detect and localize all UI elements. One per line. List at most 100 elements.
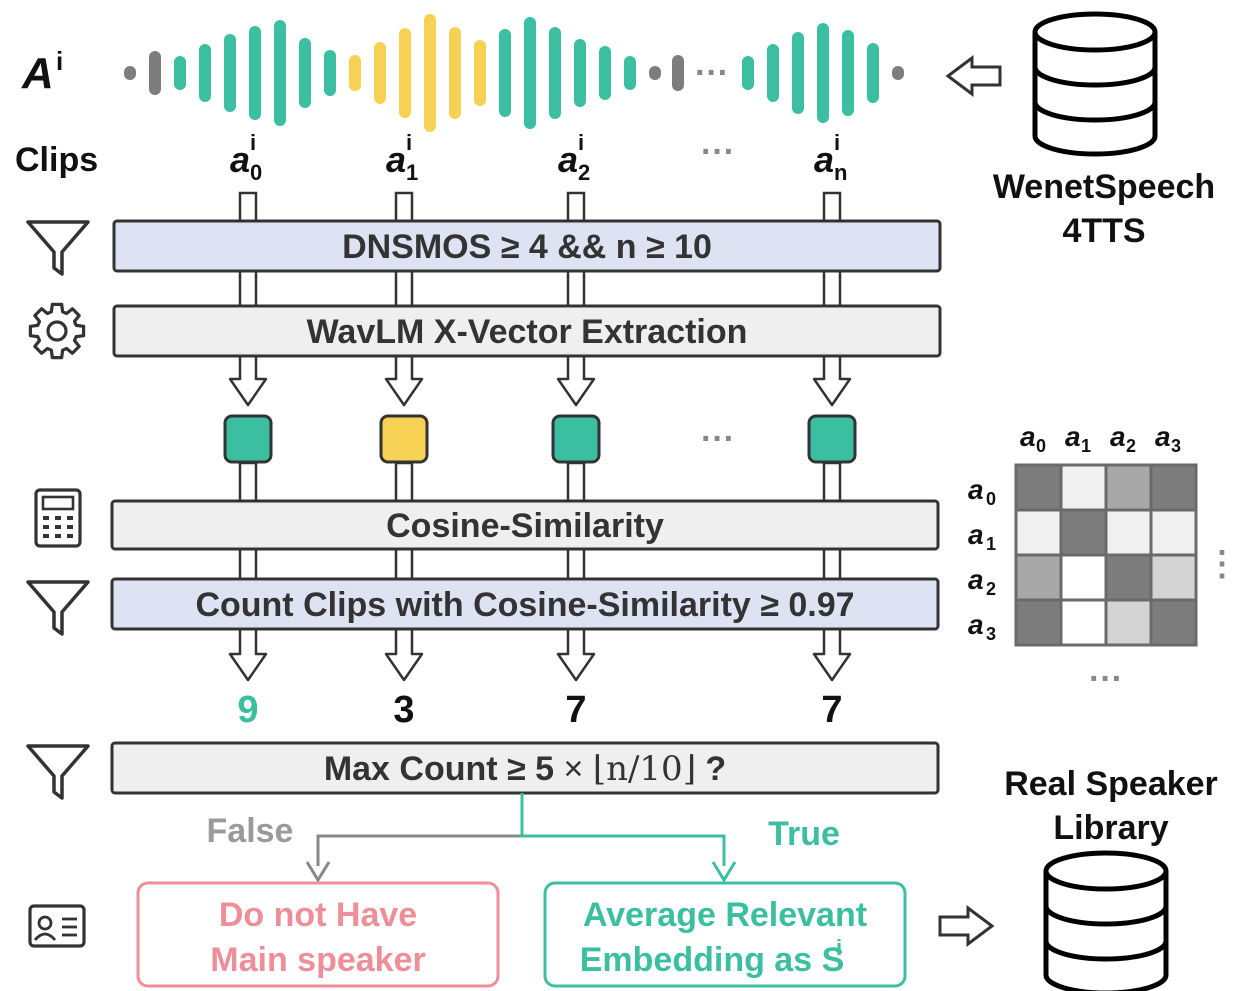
waveform-bar [599, 46, 611, 100]
match-count: 7 [565, 689, 586, 731]
connector-stem [394, 547, 414, 581]
matrix-cell [1014, 553, 1063, 602]
embeddings-ellipsis: ··· [701, 420, 735, 458]
waveform-bar [499, 29, 511, 117]
matrix-cell [1104, 508, 1153, 557]
embedding-row [223, 414, 857, 464]
matrix-col-label: a [1110, 421, 1126, 452]
hollow-arrow-down-icon [556, 354, 596, 407]
false-branch-arrowhead [305, 861, 331, 883]
matrix-ellipsis-horizontal: ··· [1089, 660, 1123, 698]
matrix-cell [1104, 553, 1153, 602]
hollow-arrow-down-icon [228, 627, 268, 682]
waveform-bar [324, 50, 336, 96]
cosine-similarity-text: Cosine-Similarity [386, 507, 664, 545]
gear-icon [28, 302, 86, 360]
waveform-bar [224, 34, 236, 112]
matrix-cell [1149, 598, 1198, 647]
match-count: 9 [237, 689, 258, 731]
hollow-arrow-left-icon [945, 55, 1002, 97]
waveform-bar [549, 27, 561, 119]
matrix-row-label-sub: 3 [986, 624, 996, 644]
database-icon [1046, 853, 1166, 991]
matrix-cell [1149, 463, 1198, 512]
waveform-bar [867, 43, 879, 103]
waveform-bar [174, 56, 186, 90]
clip-label: a [558, 139, 578, 180]
waveform-bar [124, 66, 136, 80]
no-main-speaker-line1: Do not Have [219, 896, 417, 934]
matrix-row-label-sub: 0 [986, 489, 996, 509]
count-filter-bar [110, 577, 940, 631]
true-branch-arrowhead [711, 861, 737, 883]
matrix-cell [1014, 598, 1063, 647]
waveform-bar [199, 44, 211, 102]
matrix-col-label: a [1155, 421, 1171, 452]
waveform-bar [274, 20, 286, 126]
connector-stem [238, 547, 258, 581]
average-embedding-sup: i [836, 935, 842, 960]
matrix-cell [1104, 598, 1153, 647]
match-count: 3 [393, 689, 414, 731]
filter-icon [26, 580, 90, 636]
clip-label-sub: 1 [406, 160, 418, 185]
waveform-bar [792, 32, 804, 114]
connector-stem [566, 461, 586, 503]
dnsmos-filter-bar [112, 219, 942, 273]
match-count: 7 [821, 689, 842, 731]
embedding-square [379, 414, 429, 464]
clip-label: a [230, 139, 250, 180]
waveform-bar [399, 28, 411, 118]
matrix-col-label-sub: 0 [1036, 436, 1046, 456]
waveform-bar [817, 23, 829, 123]
hollow-arrow-down-icon [812, 627, 852, 682]
wavlm-extraction-text: WavLM X-Vector Extraction [307, 313, 748, 351]
audio-waveform: ··· [124, 14, 904, 132]
source-db-name-line2: 4TTS [1062, 212, 1145, 250]
clip-label-sub: n [834, 160, 847, 185]
waveform-bar [892, 66, 904, 80]
connector-stem [822, 547, 842, 581]
true-label: True [768, 815, 840, 853]
matrix-col-label-sub: 3 [1171, 436, 1181, 456]
waveform-bar [299, 38, 311, 108]
target-db-name-line1: Real Speaker [1004, 765, 1218, 803]
connector-stem [238, 191, 258, 223]
audio-symbol: A [21, 49, 54, 98]
hollow-arrow-down-icon [812, 354, 852, 407]
calculator-icon [34, 488, 82, 548]
connector-stem [238, 269, 258, 308]
waveform-bar [349, 55, 361, 91]
count-filter-text: Count Clips with Cosine-Similarity ≥ 0.9… [195, 586, 854, 624]
waveform-bar [742, 56, 754, 90]
true-branch-line [520, 793, 726, 866]
matrix-cell [1059, 463, 1108, 512]
audio-symbol-sup: i [56, 46, 63, 76]
matrix-col-label-sub: 2 [1126, 436, 1136, 456]
waveform-bar [149, 51, 161, 95]
database-icon [1035, 14, 1155, 154]
clip-label: a [814, 139, 834, 180]
waveform-bar [624, 56, 636, 90]
connector-stem [566, 547, 586, 581]
waveform-bar [374, 42, 386, 104]
hollow-arrow-down-icon [556, 627, 596, 682]
connector-stem [566, 269, 586, 308]
clip-label-sup: i [578, 130, 584, 155]
average-embedding-line2: Embedding as S [580, 941, 845, 979]
matrix-col-label: a [1020, 421, 1036, 452]
connector-stem [822, 269, 842, 308]
source-db-name-line1: WenetSpeech [993, 168, 1215, 206]
embedding-square [223, 414, 273, 464]
waveform-bar [574, 39, 586, 107]
clip-label-sup: i [406, 130, 412, 155]
dnsmos-filter-text: DNSMOS ≥ 4 && n ≥ 10 [342, 228, 712, 266]
target-db-name-line2: Library [1053, 809, 1168, 847]
hollow-arrow-down-icon [228, 354, 268, 407]
flow-connectors [228, 191, 852, 682]
no-main-speaker-box [136, 881, 500, 988]
matrix-row-label: a [968, 519, 984, 550]
waveform-bar [767, 44, 779, 102]
